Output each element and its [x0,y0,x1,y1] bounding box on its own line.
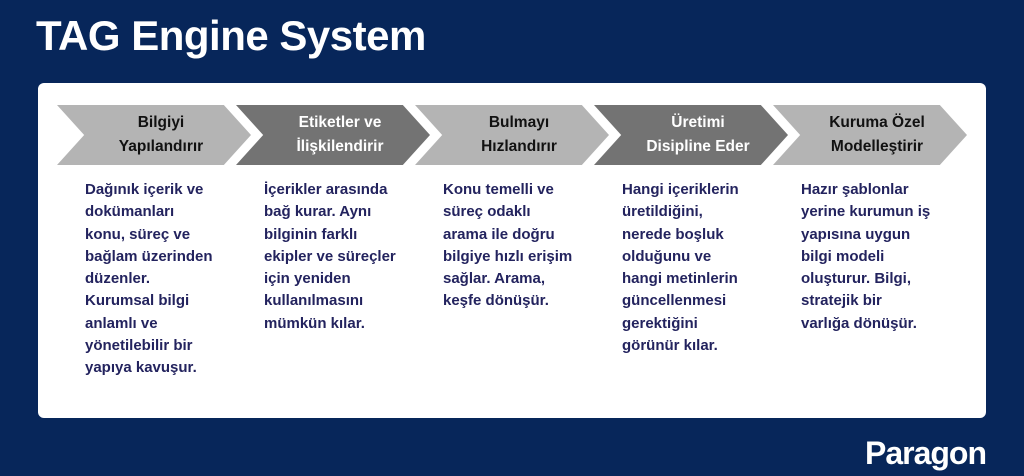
step-description-1: Dağınık içerik ve dokümanları konu, süre… [85,181,213,377]
step-arrow-2: Etiketler ve İlişkilendirir [236,105,430,165]
step-heading: Etiketler ve İlişkilendirir [296,114,384,155]
step-heading: Bulmayı Hızlandırır [481,114,557,155]
step-arrow-1: Bilgiyi Yapılandırır [57,105,251,165]
step-description-5: Hazır şablonlar yerine kurumun iş yapısı… [801,181,931,332]
step-arrow-4: Üretimi Disipline Eder [594,105,788,165]
process-card: Bilgiyi Yapılandırır Etiketler ve İlişki… [38,83,986,418]
paragon-logo: Paragon [864,435,987,471]
step-heading: Üretimi Disipline Eder [646,114,750,155]
step-description-4: Hangi içeriklerin üretildiğini, nerede b… [622,181,739,355]
step-arrow-5: Kuruma Özel Modelleştirir [773,105,967,165]
step-heading: Bilgiyi Yapılandırır [118,114,204,155]
step-heading: Kuruma Özel Modelleştirir [829,114,925,155]
page-title: TAG Engine System [36,12,426,59]
step-description-3: Konu temelli ve süreç odaklı arama ile d… [443,181,573,310]
step-description-2: İçerikler arasında bağ kurar. Aynı bilgi… [264,181,396,332]
step-arrow-3: Bulmayı Hızlandırır [415,105,609,165]
